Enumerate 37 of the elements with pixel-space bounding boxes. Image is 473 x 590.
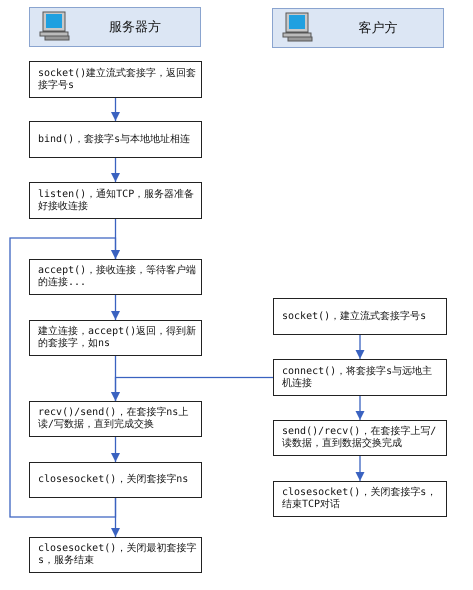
header-label: 服务器方 bbox=[108, 20, 162, 35]
arrow bbox=[110, 437, 120, 462]
process-box bbox=[29, 462, 202, 498]
header-label: 客户方 bbox=[358, 21, 398, 36]
step-text: send()/recv()，在套接字上写/读数据，直到数据交换完成 bbox=[282, 426, 438, 450]
process-box bbox=[29, 537, 202, 573]
process-box bbox=[273, 359, 447, 396]
process-box bbox=[273, 481, 447, 517]
step-text: connect()，将套接字s与远地主机连接 bbox=[282, 366, 434, 390]
process-box bbox=[29, 401, 202, 437]
arrow bbox=[355, 396, 365, 420]
process-box bbox=[29, 121, 202, 158]
header-box bbox=[29, 7, 201, 47]
step-text: listen()，通知TCP，服务器准备好接收连接 bbox=[38, 188, 196, 212]
step-text: recv()/send()，在套接字ns上读/写数据，直到完成交换 bbox=[38, 407, 190, 431]
process-box bbox=[29, 320, 202, 356]
step-text: closesocket()，关闭最初套接字s，服务结束 bbox=[38, 543, 197, 567]
step-text: bind()，套接字s与本地地址相连 bbox=[38, 134, 192, 146]
step-text: socket()建立流式套接字，返回套接字号s bbox=[38, 68, 197, 92]
step-text: closesocket()，关闭套接字s，结束TCP对话 bbox=[282, 487, 438, 511]
step-text: closesocket()，关闭套接字ns bbox=[38, 474, 190, 486]
process-box bbox=[29, 182, 202, 219]
header-box bbox=[272, 8, 444, 48]
arrow bbox=[110, 376, 273, 401]
arrow bbox=[355, 335, 365, 359]
process-box bbox=[273, 298, 447, 335]
step-text: socket()，建立流式套接字号s bbox=[282, 310, 428, 322]
step-text: accept()，接收连接，等待客户端的连接... bbox=[38, 265, 197, 289]
arrow bbox=[110, 98, 120, 121]
step-text: 建立连接，accept()返回，得到新的套接字，如ns bbox=[38, 326, 197, 350]
arrow bbox=[110, 158, 120, 182]
process-box bbox=[273, 420, 447, 456]
process-box bbox=[29, 61, 202, 98]
arrow bbox=[9, 237, 120, 518]
arrow bbox=[110, 295, 120, 320]
arrow bbox=[355, 456, 365, 481]
process-box bbox=[29, 259, 202, 295]
